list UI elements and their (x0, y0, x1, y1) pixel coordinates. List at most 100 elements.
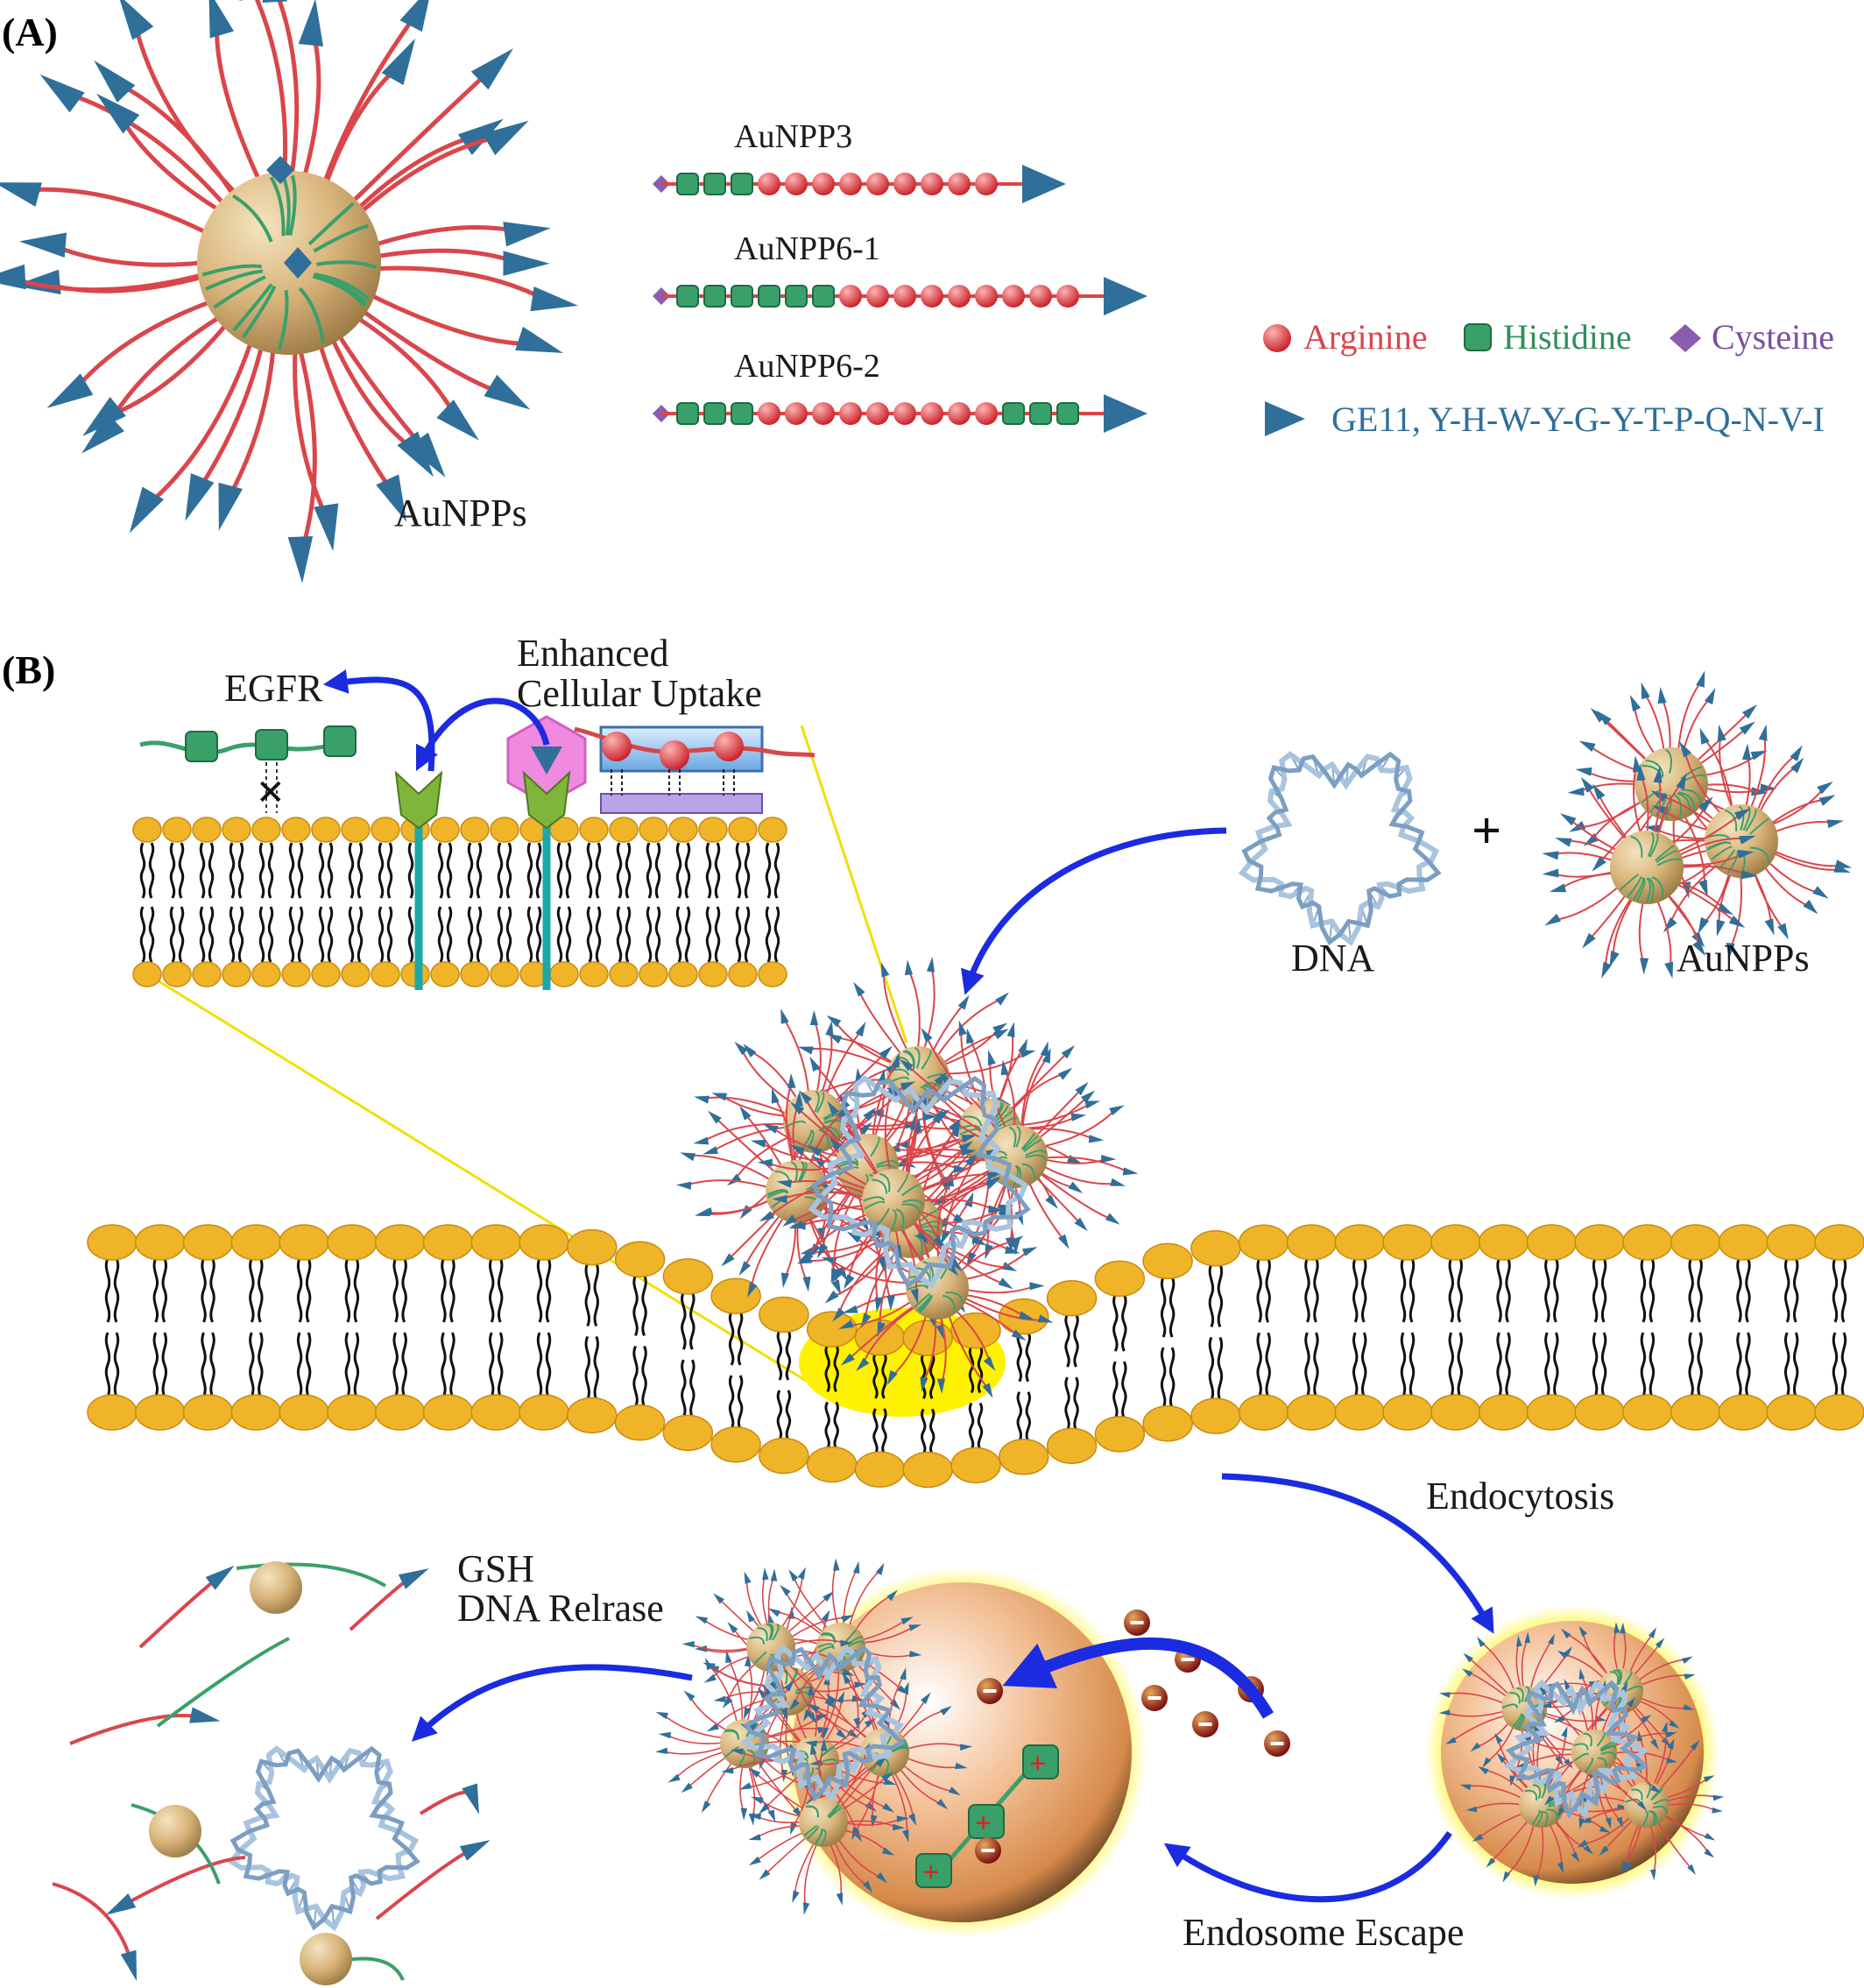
histidine-strand (814, 1090, 820, 1113)
lipid-tail (684, 906, 691, 963)
lipid-head (470, 1224, 521, 1261)
histidine-strand (1635, 877, 1646, 902)
lipid-tail (161, 1332, 167, 1397)
ge11-ligand-icon (840, 1353, 855, 1366)
ge11-ligand-icon (1833, 864, 1851, 874)
histidine-strand (1023, 1139, 1042, 1152)
lipid-head (1814, 1224, 1864, 1261)
arginine-strand (943, 1147, 984, 1236)
lipid-tail (467, 906, 474, 963)
ge11-ligand-icon (1666, 1758, 1678, 1764)
dna-strand (1505, 1680, 1649, 1819)
arginine-residue (602, 732, 632, 761)
arginine-residue (921, 285, 943, 308)
lipid-tail (1208, 1336, 1215, 1401)
histidine-strand (767, 1623, 773, 1641)
histidine-strand (1025, 1154, 1047, 1161)
lipid-head (222, 817, 251, 843)
lipid-tail (296, 1332, 303, 1397)
arginine-residue (948, 173, 971, 195)
ge11-ligand-icon (696, 1206, 713, 1215)
lipid-tail (675, 842, 682, 899)
lipid-tail (641, 1345, 647, 1408)
ge11-ligand-icon (1486, 1857, 1496, 1868)
arginine-strand (327, 67, 494, 227)
ge11-ligand-icon (948, 1786, 961, 1796)
histidine-strand (963, 1115, 983, 1127)
lipid-tail (169, 906, 176, 963)
lipid-tail (505, 842, 512, 899)
ge11-ligand-icon (900, 1081, 916, 1091)
lipid-tail (593, 1335, 599, 1400)
ge11-ligand-icon (844, 1274, 855, 1290)
lipid-tail (737, 1375, 744, 1430)
ge11-ligand-icon (531, 746, 562, 775)
lipid-tail (237, 906, 244, 963)
lipid-tail (1600, 1332, 1607, 1397)
lipid-head (281, 817, 311, 843)
arginine-residue (866, 285, 889, 308)
lipid-tail (148, 906, 155, 963)
ge11-ligand-icon (1524, 1631, 1531, 1644)
aunpp-particle (1576, 1721, 1725, 1881)
lipid-tail (681, 1291, 687, 1350)
histidine-peptide-strand (139, 740, 334, 755)
ge11-ligand-icon (802, 1902, 810, 1915)
cysteine-legend-icon (1670, 324, 1701, 352)
ge11-ligand-icon (1737, 849, 1755, 859)
ge11-ligand-icon (1703, 1775, 1715, 1783)
ge11-ligand-icon (762, 1567, 769, 1581)
ge11-ligand-icon (846, 1231, 862, 1243)
ge11-ligand-icon (902, 1829, 909, 1843)
lipid-tail (1544, 1332, 1550, 1397)
histidine-strand (307, 202, 355, 246)
lipid-tail (1448, 1332, 1454, 1397)
ge11-ligand-icon (459, 1840, 491, 1861)
ge11-ligand-icon (891, 1052, 900, 1068)
ge11-ligand-icon (738, 1782, 752, 1790)
chloride-ions (1124, 1610, 1290, 1757)
ge11-ligand-icon (860, 1312, 872, 1328)
ge11-ligand-icon (993, 1029, 1009, 1040)
arginine-strand (52, 1882, 133, 1963)
ge11-ligand-icon (482, 120, 529, 156)
histidine-strand (1501, 1703, 1519, 1709)
ge11-ligand-icon (971, 1235, 987, 1246)
histidine-strand (914, 1235, 923, 1256)
ge11-ligand-icon (882, 1802, 895, 1813)
lipid-head (1622, 1394, 1673, 1431)
lipid-tail (773, 842, 780, 899)
lipid-tail (386, 906, 393, 963)
histidine-strand (231, 194, 273, 243)
arginine-residue (1029, 285, 1052, 308)
ge11-ligand-icon (1561, 1726, 1568, 1737)
histidine-strand (884, 1758, 890, 1777)
ge11-ligand-icon (934, 1072, 948, 1086)
lipid-head (430, 961, 460, 987)
histidine-residue (758, 285, 780, 308)
ge11-ligand-icon (0, 264, 26, 290)
ge11-ligand-icon (515, 326, 563, 353)
histidine-residue (703, 173, 726, 195)
ge11-ligand-icon (1733, 808, 1751, 821)
histidine-legend-icon (1464, 323, 1492, 351)
ge11-ligand-icon (680, 1152, 696, 1162)
lipid-tail (497, 906, 504, 963)
ge11-ligand-icon (436, 400, 479, 441)
histidine-legend-label: Histidine (1503, 317, 1632, 357)
lipid-head (162, 961, 192, 987)
inset-membrane (132, 817, 787, 987)
ge11-ligand-icon (826, 1015, 842, 1028)
lipid-tail (1688, 1257, 1694, 1323)
ge11-ligand-icon (842, 1305, 858, 1313)
lipid-tail (968, 1345, 975, 1394)
histidine-strand (1619, 874, 1639, 891)
histidine-strand (921, 1049, 932, 1070)
ge11-ligand-icon (707, 1110, 722, 1124)
ge11-ligand-icon (1582, 932, 1596, 949)
histidine-strand (269, 176, 286, 237)
histidine-strand (1673, 794, 1683, 818)
ge11-ligand-icon (1438, 1692, 1451, 1698)
lipid-tail (536, 1332, 543, 1397)
ge11-ligand-icon (655, 1747, 668, 1755)
